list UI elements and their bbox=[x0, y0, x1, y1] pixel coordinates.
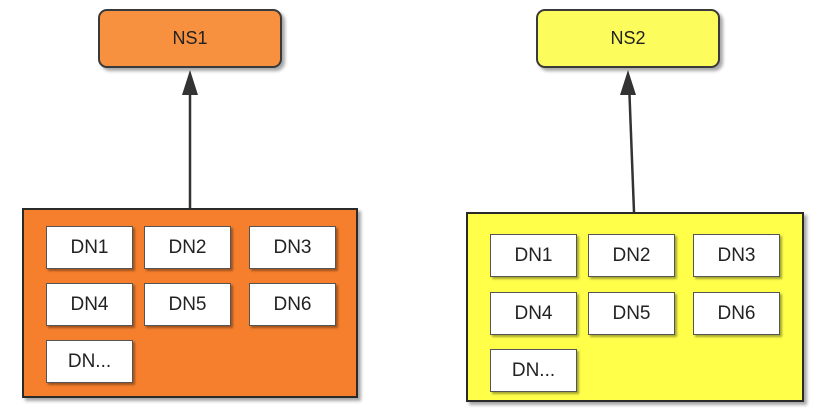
datanode-label: DN6 bbox=[717, 302, 756, 324]
arrow-cluster2-to-ns2 bbox=[627, 81, 636, 213]
datanode-box: DN... bbox=[490, 349, 577, 392]
datanode-box: DN4 bbox=[490, 292, 577, 335]
datanode-group-ns2: DN1 DN2 DN3 DN4 DN5 DN6 DN... bbox=[466, 212, 804, 402]
datanode-box: DN3 bbox=[693, 234, 780, 277]
datanode-label: DN2 bbox=[612, 244, 651, 266]
datanode-label: DN3 bbox=[273, 236, 312, 258]
datanode-label: DN4 bbox=[514, 302, 553, 324]
namenode-ns2: NS2 bbox=[536, 9, 720, 68]
datanode-label: DN3 bbox=[717, 244, 756, 266]
datanode-label: DN4 bbox=[70, 293, 109, 315]
datanode-box: DN6 bbox=[249, 283, 336, 326]
datanode-label: DN... bbox=[67, 350, 112, 372]
datanode-box: DN1 bbox=[46, 226, 133, 269]
datanode-label: DN5 bbox=[612, 302, 651, 324]
datanode-label: DN6 bbox=[273, 293, 312, 315]
namenode-ns1: NS1 bbox=[98, 9, 282, 68]
datanode-box: DN4 bbox=[46, 283, 133, 326]
arrowhead-ns2 bbox=[620, 70, 636, 95]
datanode-box: DN6 bbox=[693, 292, 780, 335]
datanode-box: DN2 bbox=[588, 234, 675, 277]
datanode-label: DN2 bbox=[168, 236, 207, 258]
datanode-box: DN... bbox=[46, 340, 133, 383]
datanode-box: DN1 bbox=[490, 234, 577, 277]
datanode-box: DN3 bbox=[249, 226, 336, 269]
datanode-label: DN5 bbox=[168, 293, 207, 315]
datanode-label: DN1 bbox=[514, 244, 553, 266]
datanode-box: DN5 bbox=[144, 283, 231, 326]
datanode-group-ns1: DN1 DN2 DN3 DN4 DN5 DN6 DN... bbox=[22, 208, 358, 398]
datanode-box: DN5 bbox=[588, 292, 675, 335]
namenode-ns1-label: NS1 bbox=[172, 28, 208, 48]
datanode-box: DN2 bbox=[144, 226, 231, 269]
namenode-ns2-label: NS2 bbox=[610, 28, 646, 48]
datanode-label: DN... bbox=[511, 359, 556, 381]
arrowhead-ns1 bbox=[182, 70, 198, 95]
datanode-label: DN1 bbox=[70, 236, 109, 258]
